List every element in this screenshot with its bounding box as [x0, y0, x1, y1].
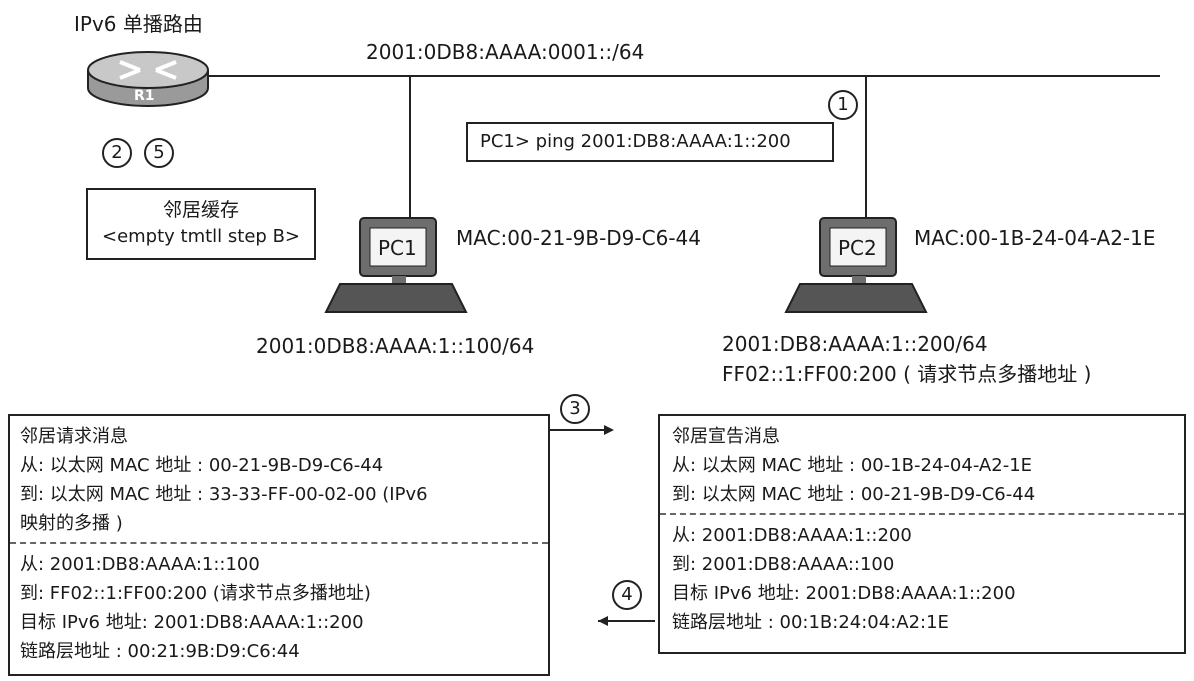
pc2-solicited-address: FF02::1:FF00:200 ( 请求节点多播地址 ): [722, 362, 1092, 386]
arrow-na-head: [598, 616, 608, 626]
na-ip-from: 从: 2001:DB8:AAAA:1::200: [672, 525, 912, 546]
pc2-computer-icon: [784, 217, 928, 313]
pc1-mac: MAC:00-21-9B-D9-C6-44: [456, 226, 701, 250]
arrow-ns-head: [604, 425, 614, 435]
network-prefix: 2001:0DB8:AAAA:0001::/64: [366, 40, 645, 64]
ns-ip-from: 从: 2001:DB8:AAAA:1::100: [20, 554, 260, 575]
na-divider: [660, 513, 1184, 515]
ns-divider: [10, 542, 548, 544]
command-box: PC1> ping 2001:DB8:AAAA:1::200: [466, 122, 834, 162]
command-text: PC1> ping 2001:DB8:AAAA:1::200: [480, 131, 791, 152]
ns-link-address: 链路层地址 : 00:21:9B:D9:C6:44: [20, 641, 300, 662]
na-title: 邻居宣告消息: [672, 426, 780, 447]
na-eth-to: 到: 以太网 MAC 地址 : 00-21-9B-D9-C6-44: [672, 484, 1036, 505]
router-icon: [87, 51, 209, 107]
ns-eth-from: 从: 以太网 MAC 地址 : 00-21-9B-D9-C6-44: [20, 455, 384, 476]
step-1-badge: 1: [828, 90, 858, 120]
pc1-computer-icon: [324, 217, 468, 313]
na-target: 目标 IPv6 地址: 2001:DB8:AAAA:1::200: [672, 583, 1016, 604]
ns-eth-to: 到: 以太网 MAC 地址 : 33-33-FF-00-02-00 (IPv6: [20, 484, 428, 505]
pc1-ipv6: 2001:0DB8:AAAA:1::100/64: [256, 334, 535, 358]
router-title: IPv6 单播路由: [74, 12, 203, 36]
ns-eth-to-cont: 映射的多播 ): [20, 513, 123, 534]
neighbor-cache-box: 邻居缓存 <empty tmtll step B>: [86, 188, 316, 260]
na-message-box: 邻居宣告消息 从: 以太网 MAC 地址 : 00-1B-24-04-A2-1E…: [658, 414, 1186, 654]
na-link-address: 链路层地址 : 00:1B:24:04:A2:1E: [672, 612, 949, 633]
ns-target: 目标 IPv6 地址: 2001:DB8:AAAA:1::200: [20, 612, 364, 633]
step-5-badge: 5: [144, 138, 174, 168]
step-4-badge: 4: [612, 580, 642, 610]
ns-message-box: 邻居请求消息 从: 以太网 MAC 地址 : 00-21-9B-D9-C6-44…: [8, 414, 550, 676]
na-eth-from: 从: 以太网 MAC 地址 : 00-1B-24-04-A2-1E: [672, 455, 1033, 476]
ns-title: 邻居请求消息: [20, 426, 128, 447]
neighbor-cache-title: 邻居缓存: [162, 199, 239, 221]
pc2-ipv6: 2001:DB8:AAAA:1::200/64: [722, 332, 988, 356]
step-3-badge: 3: [560, 394, 590, 424]
ns-ip-to: 到: FF02::1:FF00:200 (请求节点多播地址): [20, 583, 371, 604]
router-name: R1: [134, 88, 155, 104]
neighbor-cache-content: <empty tmtll step B>: [101, 226, 300, 247]
pc2-mac: MAC:00-1B-24-04-A2-1E: [914, 226, 1156, 250]
na-ip-to: 到: 2001:DB8:AAAA::100: [672, 554, 895, 575]
step-2-badge: 2: [102, 138, 132, 168]
pc1-label: PC1: [378, 236, 417, 260]
pc2-label: PC2: [838, 236, 877, 260]
